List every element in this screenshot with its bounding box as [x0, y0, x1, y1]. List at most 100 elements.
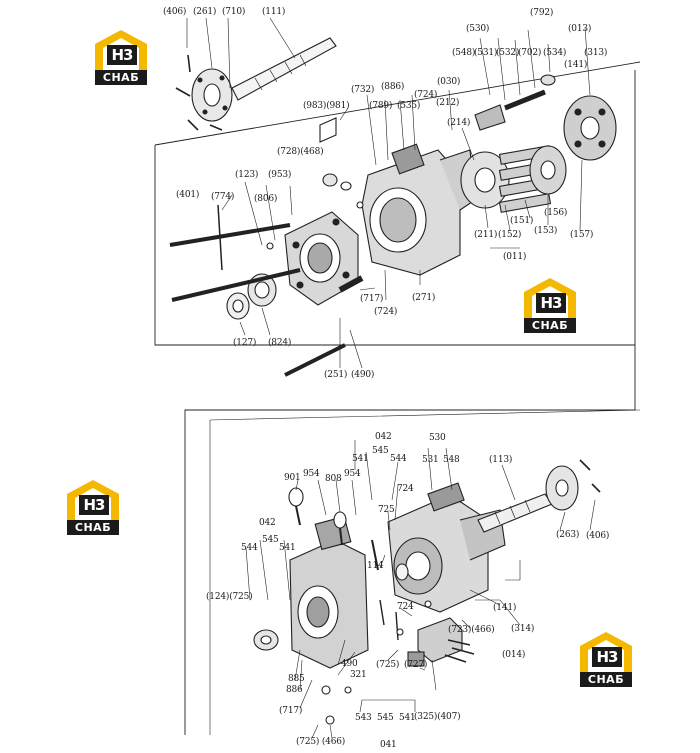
frame-divider-lower	[184, 345, 636, 735]
logo-mark: H3	[107, 45, 137, 65]
part-label-151: (151)	[510, 216, 534, 226]
part-label-548: (548)	[452, 48, 476, 58]
logo-mark: H3	[79, 495, 109, 515]
part-label-983-981: (983)(981)	[303, 101, 350, 111]
part-label-725-466: (725) (466)	[296, 737, 346, 747]
part-label-732: (732)	[351, 85, 375, 95]
part-label-321: 321	[350, 670, 367, 680]
part-label-313: (313)	[584, 48, 608, 58]
part-label-954a: 954	[303, 469, 320, 479]
part-label-774: (774)	[211, 192, 235, 202]
part-label-724c: 724	[397, 484, 414, 494]
logo-text: СНАБ	[67, 520, 119, 535]
part-label-724d: 724	[397, 602, 414, 612]
logo-mark: H3	[536, 293, 566, 313]
part-label-042a: 042	[375, 432, 392, 442]
part-label-531: (531)	[474, 48, 498, 58]
part-label-725b: (725)	[376, 660, 400, 670]
part-label-013: (013)	[568, 24, 592, 34]
shaft-111	[231, 37, 337, 101]
part-label-901: 901	[284, 473, 301, 483]
part-label-532: (532)	[496, 48, 520, 58]
part-label-953: (953)	[268, 170, 292, 180]
brand-logo-mid-right: H3 СНАБ	[522, 278, 578, 334]
part-label-124-725: (124)(725)	[206, 592, 253, 602]
part-label-725: 725	[378, 505, 395, 515]
part-label-401: (401)	[176, 190, 200, 200]
part-label-153: (153)	[534, 226, 558, 236]
part-label-123: (123)	[235, 170, 259, 180]
part-label-141b: (141)	[493, 603, 517, 613]
part-label-127: (127)	[233, 338, 257, 348]
part-label-541a: 541	[352, 454, 369, 464]
part-label-702: (702)	[518, 48, 542, 58]
part-label-954b: 954	[344, 469, 361, 479]
eyebolt-954b	[333, 511, 347, 529]
brand-logo-mid-left: H3 СНАБ	[65, 480, 121, 536]
part-label-490: (490)	[351, 370, 375, 380]
part-label-808: 808	[325, 474, 342, 484]
part-label-251: (251)	[324, 370, 348, 380]
part-label-406: (406)	[163, 7, 187, 17]
part-label-530b: 530	[429, 433, 446, 443]
valve-530	[474, 104, 506, 131]
part-label-490b: 490	[341, 659, 358, 669]
part-label-211: (211)	[474, 230, 498, 240]
part-label-824: (824)	[268, 338, 292, 348]
part-label-541c: 541	[399, 713, 416, 723]
logo-text: СНАБ	[580, 672, 632, 687]
part-label-723-466: (723)(466)	[448, 625, 495, 635]
part-label-548b: 548	[443, 455, 460, 465]
part-label-545c: 545	[377, 713, 394, 723]
logo-roof-icon	[580, 632, 632, 672]
brand-logo-top-left: H3 СНАБ	[93, 30, 149, 86]
part-label-806: (806)	[254, 194, 278, 204]
logo-text: СНАБ	[524, 318, 576, 333]
top-assembly	[169, 37, 617, 377]
part-label-156: (156)	[544, 208, 568, 218]
part-label-717b: (717)	[279, 706, 303, 716]
part-label-886: (886)	[381, 82, 405, 92]
part-label-014: (014)	[502, 650, 526, 660]
brand-logo-bottom-right: H3 СНАБ	[578, 632, 634, 688]
part-label-152: (152)	[498, 230, 522, 240]
part-label-214: (214)	[447, 118, 471, 128]
part-label-534: (534)	[543, 48, 567, 58]
part-label-041: 041	[380, 740, 397, 750]
part-label-325-407: (325)(407)	[414, 712, 461, 722]
part-label-406b: (406)	[586, 531, 610, 541]
part-label-530: (530)	[466, 24, 490, 34]
part-label-261: (261)	[193, 7, 217, 17]
part-label-717: (717)	[360, 294, 384, 304]
part-label-543: 543	[355, 713, 372, 723]
bottom-assembly	[253, 459, 601, 725]
part-label-271: (271)	[412, 293, 436, 303]
part-label-544a: 544	[390, 454, 407, 464]
part-label-141: (141)	[564, 60, 588, 70]
part-label-727: (727)	[404, 660, 428, 670]
part-label-263: (263)	[556, 530, 580, 540]
part-label-011: (011)	[503, 252, 527, 262]
part-label-314: (314)	[511, 624, 535, 634]
part-label-531b: 531	[422, 455, 439, 465]
frame-divider	[154, 70, 636, 346]
part-label-545b: 545	[262, 535, 279, 545]
part-label-111: (111)	[262, 7, 286, 17]
part-label-710: (710)	[222, 7, 246, 17]
logo-mark: H3	[592, 647, 622, 667]
eyebolt-954a	[288, 487, 304, 507]
logo-roof-icon	[67, 480, 119, 520]
part-label-113: (113)	[489, 455, 513, 465]
logo-roof-icon	[524, 278, 576, 318]
part-label-157: (157)	[570, 230, 594, 240]
part-label-212: (212)	[436, 98, 460, 108]
part-label-728-468: (728)(468)	[277, 147, 324, 157]
part-label-114: 114	[367, 561, 384, 571]
part-label-541b: 541	[279, 543, 296, 553]
part-label-545a: 545	[372, 446, 389, 456]
part-label-886b: 886	[286, 685, 303, 695]
part-label-544b: 544	[241, 543, 258, 553]
bolt-401a	[169, 223, 291, 247]
logo-text: СНАБ	[95, 70, 147, 85]
